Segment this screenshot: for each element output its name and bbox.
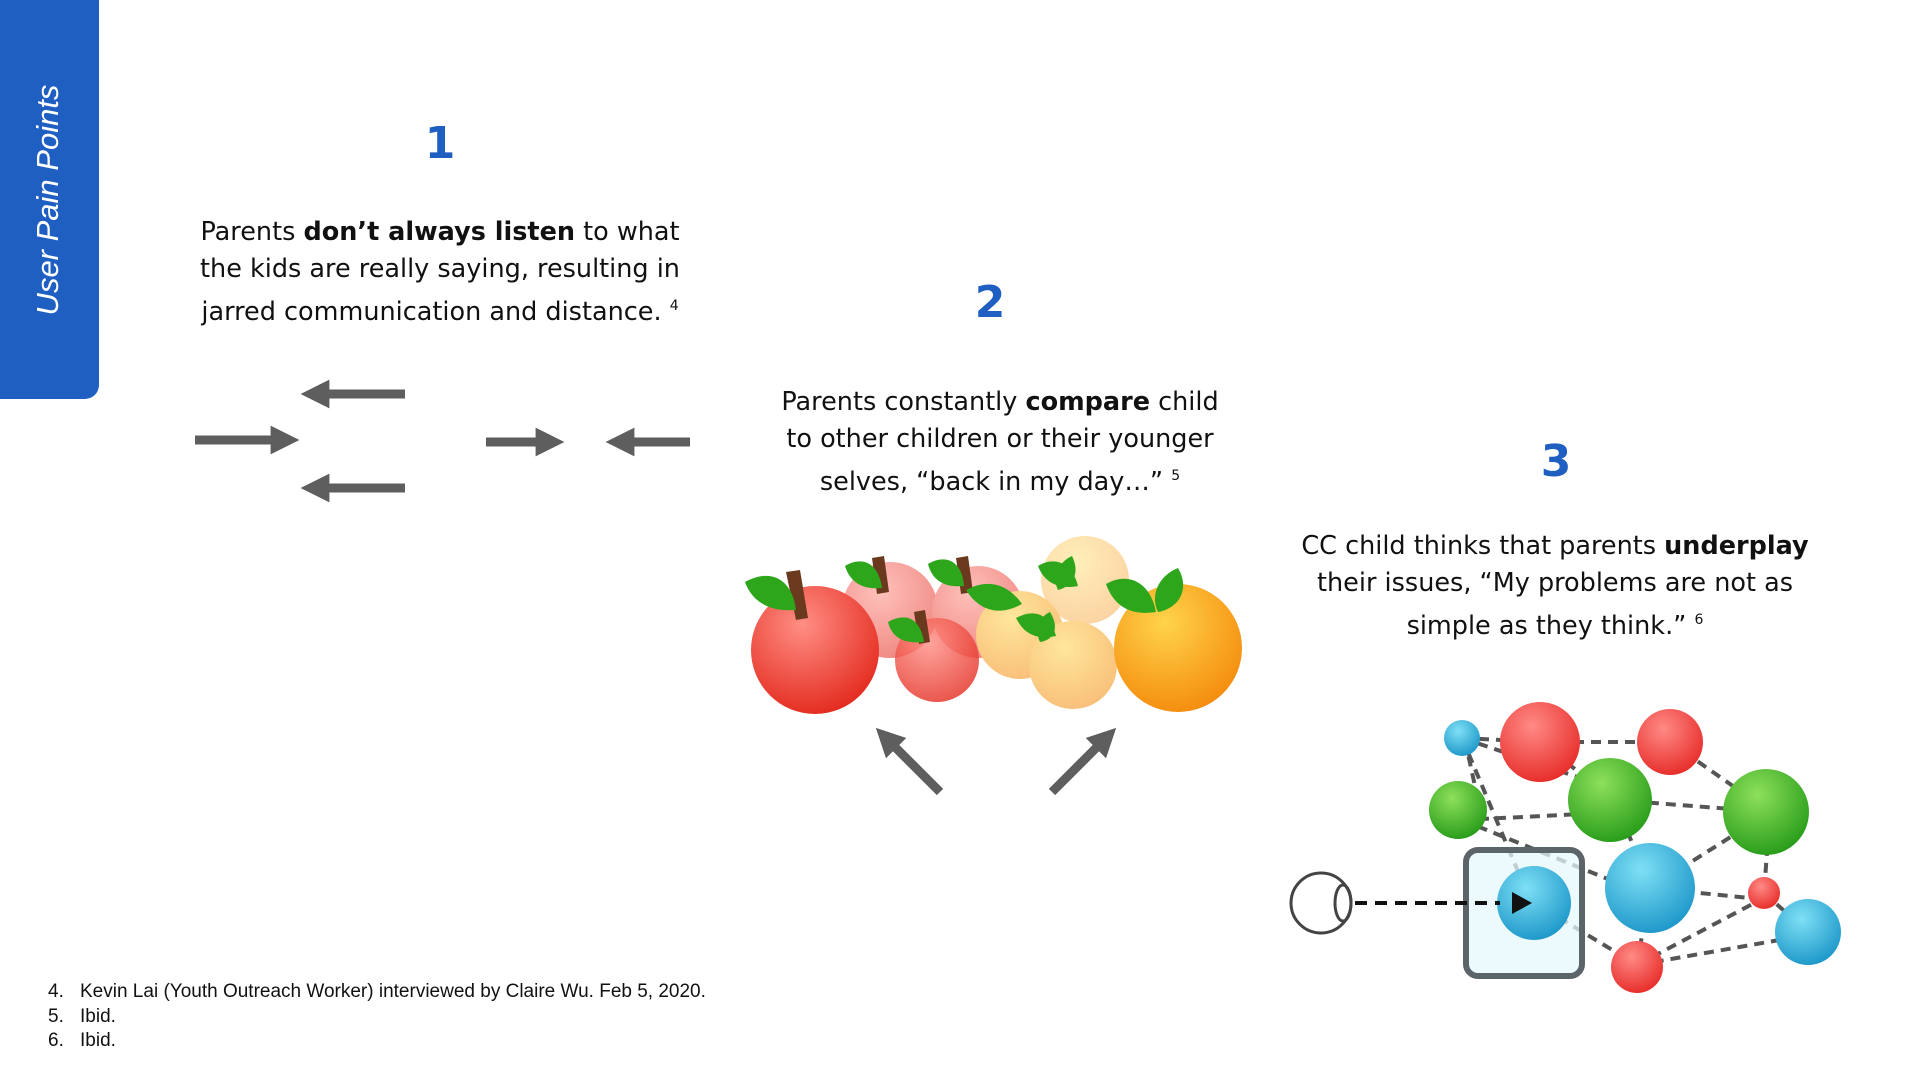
point-3-ref: 6 [1694,612,1704,628]
network-focus-icon [1289,702,1841,993]
footnote: 5.Ibid. [48,1005,116,1027]
footnote: 4.Kevin Lai (Youth Outreach Worker) inte… [48,981,706,1002]
footnote: 6.Ibid. [48,1030,116,1051]
point-1-emphasis: don’t always listen [303,217,576,247]
point-2-number: 2 [974,277,1006,328]
point-1-number: 1 [424,118,456,169]
point-3-text: CC child thinks that parents underplay t… [1301,531,1809,641]
point-1-ref: 4 [669,298,679,314]
point-2-ref: 5 [1171,468,1181,484]
point-2-text: Parents constantly compare child to othe… [781,387,1219,497]
point-1-text: Parents don’t always listen to what the … [200,217,680,327]
opposing-arrows-icon [195,379,690,503]
point-3-number: 3 [1540,436,1572,487]
point-2-emphasis: compare [1025,387,1151,417]
footnotes: 4.Kevin Lai (Youth Outreach Worker) inte… [48,980,706,1054]
point-3-emphasis: underplay [1664,531,1809,561]
apples-comparison-icon [745,536,1242,796]
side-tab: User Pain Points [0,0,99,399]
